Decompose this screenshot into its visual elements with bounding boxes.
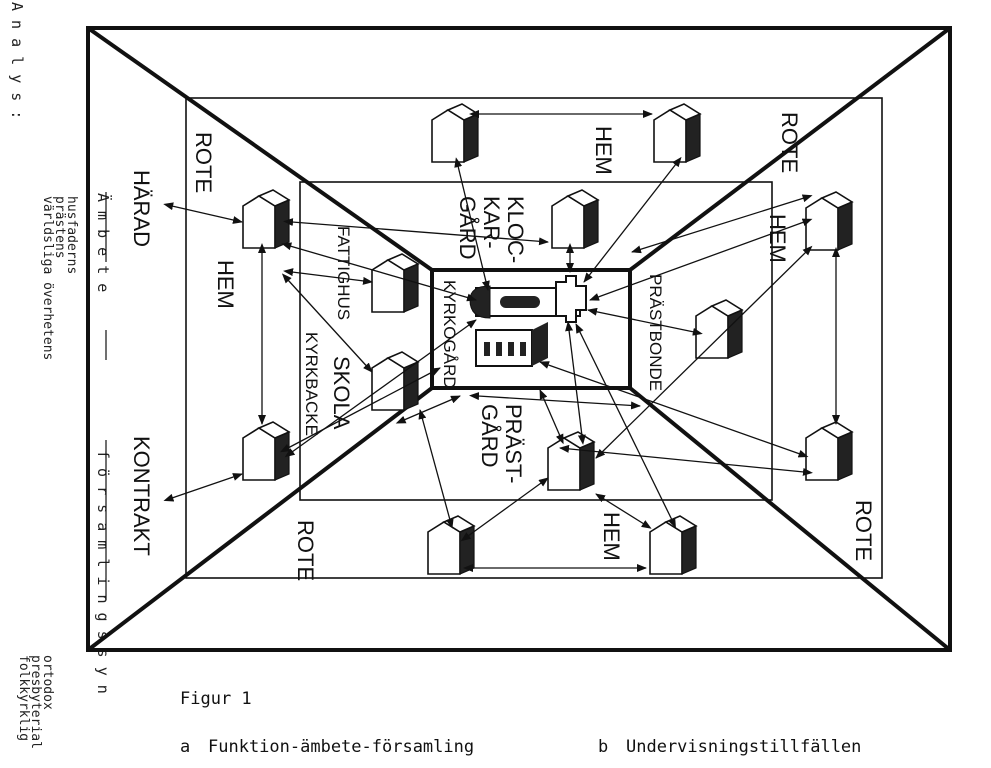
- house-icon-skola: [371, 351, 419, 411]
- label-hem-bottom: HEM: [599, 512, 624, 561]
- caption-a-text: Funktion-ämbete-församling: [208, 737, 474, 757]
- house-icon-left-bottom: [242, 421, 290, 481]
- caption-a-letter: a: [180, 737, 190, 757]
- label-rote-top-right: ROTE: [777, 112, 802, 173]
- forsamlingssyn-heading: f ö r s a m l i n g s s y n: [94, 450, 112, 694]
- analys-title: A n a l y s :: [8, 2, 26, 119]
- house-icon-top-right: [653, 103, 701, 163]
- house-icon-prastgard: [547, 431, 595, 491]
- label-kontrakt: KONTRAKT: [129, 436, 154, 556]
- left-margin: A n a l y s : Ä m b e t e husfaderns prä…: [8, 2, 113, 749]
- ambete-line-2: prästens: [52, 196, 67, 259]
- label-harad: HÄRAD: [129, 170, 154, 247]
- caption-b-text: Undervisningstillfällen: [626, 737, 861, 757]
- ambete-heading: Ä m b e t e: [94, 193, 113, 292]
- label-prastgard-1: PRÄST-: [501, 404, 526, 483]
- house-icon-right-top: [805, 191, 853, 251]
- label-rote-bottom-right: ROTE: [851, 500, 876, 561]
- label-hem-top: HEM: [591, 126, 616, 175]
- figure-caption: Figur 1 a Funktion-ämbete-församling b U…: [180, 689, 861, 757]
- caption-b-letter: b: [598, 737, 608, 757]
- outer-frame: [86, 26, 952, 652]
- forsamlingssyn-line-2: presbyterial: [28, 655, 43, 749]
- ambete-line-1: husfaderns: [64, 196, 79, 274]
- label-prastbonde: PRÄSTBONDE: [646, 274, 665, 391]
- label-kyrkbacke: KYRKBACKE: [302, 332, 321, 436]
- label-klockargard-3: GÅRD: [455, 196, 480, 260]
- label-skola: SKOLA: [329, 356, 354, 430]
- house-icon-bottom-right: [649, 515, 697, 575]
- house-icon-fattighus: [371, 253, 419, 313]
- rote-frame: [185, 97, 883, 579]
- relation-arrows: [163, 110, 840, 572]
- house-icon-klockargard: [551, 189, 599, 249]
- forsamlingssyn-line-3: folkkyrklig: [16, 655, 31, 741]
- house-icon-left-top: [242, 189, 290, 249]
- label-rote-top-left: ROTE: [191, 132, 216, 193]
- label-hem-right: HEM: [765, 214, 790, 263]
- house-icon-prastbonde: [695, 299, 743, 359]
- diagram-labels: HÄRAD KONTRAKT ROTE ROTE ROTE ROTE HEM H…: [129, 112, 876, 581]
- label-hem-left: HEM: [213, 260, 238, 309]
- figure-number: Figur 1: [180, 689, 252, 709]
- label-rote-bottom-left: ROTE: [293, 520, 318, 581]
- label-klockargard-2: KAR-: [479, 196, 504, 249]
- house-icon-bottom-left: [427, 515, 475, 575]
- house-icon-right-bottom: [805, 421, 853, 481]
- forsamlingssyn-line-1: ortodox: [40, 655, 55, 710]
- house-icon-top-left: [431, 103, 479, 163]
- church-icon: [469, 275, 587, 367]
- label-fattighus: FATTIGHUS: [334, 226, 353, 320]
- label-klockargard-1: KLOC-: [503, 196, 528, 263]
- label-kyrkogard: KYRKOGÅRD: [440, 280, 459, 389]
- ambete-line-3: världsliga överhetens: [40, 196, 55, 360]
- label-prastgard-2: GÅRD: [477, 404, 502, 468]
